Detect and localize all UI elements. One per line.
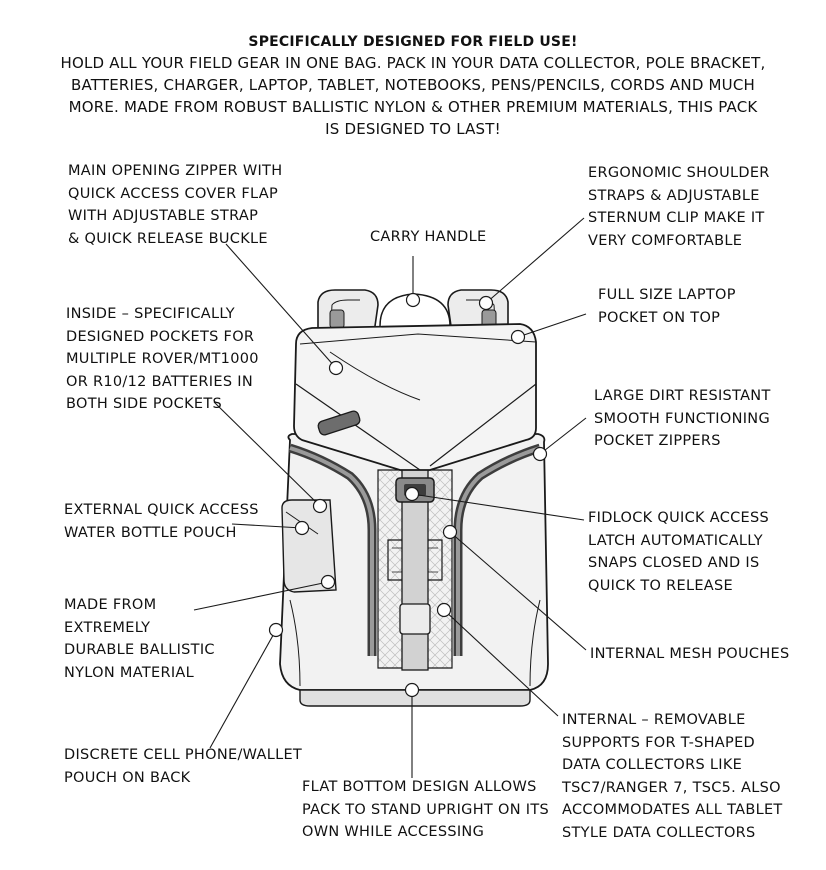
intro-line: BATTERIES, CHARGER, LAPTOP, TABLET, NOTE…: [70, 76, 756, 94]
label-shoulder-straps: ERGONOMIC SHOULDER STRAPS & ADJUSTABLE S…: [588, 165, 770, 249]
page-title: SPECIFICALLY DESIGNED FOR FIELD USE!: [248, 34, 578, 50]
callout-markers: [268, 292, 548, 698]
water-bottle-pouch: [281, 499, 337, 593]
label-mesh-pouches: INTERNAL MESH POUCHES: [590, 646, 790, 662]
label-main-zipper: MAIN OPENING ZIPPER WITH QUICK ACCESS CO…: [68, 163, 283, 247]
intro-line: HOLD ALL YOUR FIELD GEAR IN ONE BAG. PAC…: [60, 54, 766, 72]
label-phone-pouch: DISCRETE CELL PHONE/WALLET POUCH ON BACK: [64, 747, 303, 786]
center-strap: [395, 439, 435, 671]
label-fidlock: FIDLOCK QUICK ACCESS LATCH AUTOMATICALLY…: [588, 510, 770, 594]
label-pocket-zippers: LARGE DIRT RESISTANT SMOOTH FUNCTIONING …: [594, 388, 771, 449]
intro-line: MORE. MADE FROM ROBUST BALLISTIC NYLON &…: [68, 98, 758, 116]
logo-patch: [317, 410, 361, 436]
pocket-zippers: [288, 443, 542, 656]
label-inside-pockets: INSIDE – SPECIFICALLY DESIGNED POCKETS F…: [66, 306, 259, 412]
label-flat-bottom: FLAT BOTTOM DESIGN ALLOWS PACK TO STAND …: [302, 779, 549, 840]
flat-bottom: [299, 689, 531, 707]
label-supports: INTERNAL – REMOVABLE SUPPORTS FOR T-SHAP…: [562, 712, 783, 841]
label-laptop-pocket: FULL SIZE LAPTOP POCKET ON TOP: [598, 287, 736, 326]
label-ballistic-nylon: MADE FROM EXTREMELY DURABLE BALLISTIC NY…: [64, 597, 215, 681]
leader-lines: [193, 217, 587, 778]
top-flap: [293, 323, 537, 471]
label-water-bottle: EXTERNAL QUICK ACCESS WATER BOTTLE POUCH: [64, 502, 259, 541]
label-carry-handle: CARRY HANDLE: [370, 229, 487, 245]
intro-text: HOLD ALL YOUR FIELD GEAR IN ONE BAG. PAC…: [0, 52, 826, 140]
intro-line: IS DESIGNED TO LAST!: [325, 120, 501, 138]
